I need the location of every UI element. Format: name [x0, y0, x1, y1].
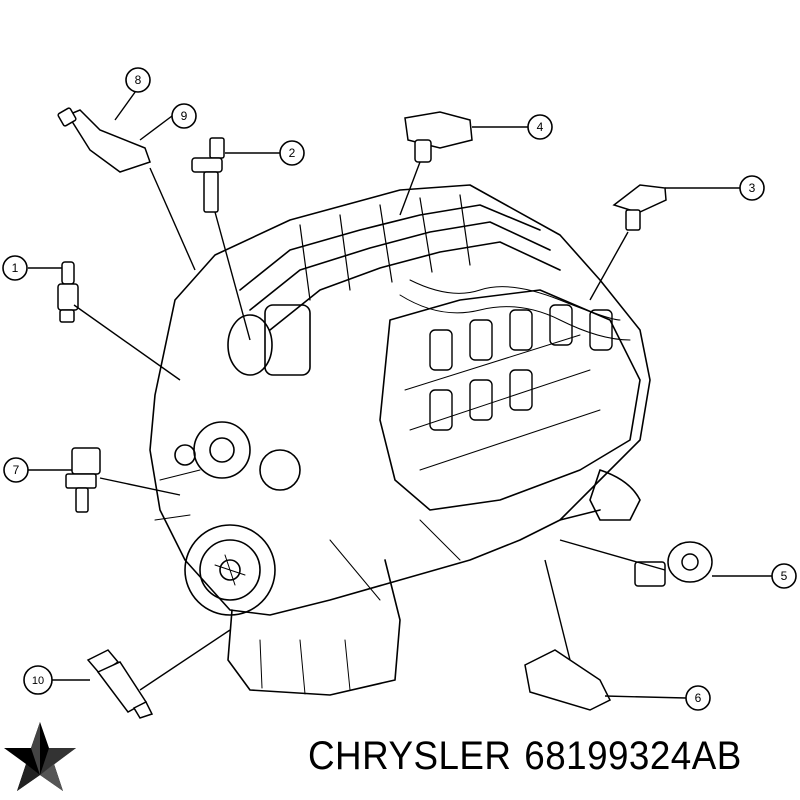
callout-2-number: 2 [289, 146, 296, 160]
callout-9-number: 9 [181, 109, 188, 123]
callout-4-number: 4 [537, 120, 544, 134]
sensor-10-icon [86, 649, 154, 719]
callout-7-number: 7 [13, 463, 20, 477]
part-number: 68199324AB [524, 734, 742, 778]
callouts: 1 2 3 4 5 6 7 8 [2, 67, 797, 711]
callout-3-number: 3 [749, 181, 756, 195]
sensor-4-icon [404, 111, 473, 163]
callout-5: 5 [771, 563, 797, 589]
callout-10-number: 10 [32, 675, 44, 687]
callout-9: 9 [171, 103, 197, 129]
brand-name: CHRYSLER [308, 734, 512, 778]
footer-caption: CHRYSLER 68199324AB [308, 734, 755, 779]
sensor-parts [57, 107, 713, 719]
sensor-8-9-icon [57, 107, 151, 173]
sensor-5-icon [634, 541, 713, 587]
callout-2: 2 [279, 140, 305, 166]
sensor-7-icon [65, 447, 101, 513]
callout-3: 3 [739, 175, 765, 201]
sensor-2-icon [191, 137, 225, 213]
callout-4: 4 [527, 114, 553, 140]
sensor-6-icon [524, 649, 612, 711]
callout-7: 7 [3, 457, 29, 483]
callout-8: 8 [125, 67, 151, 93]
sensor-3-icon [612, 184, 667, 231]
callout-6: 6 [685, 685, 711, 711]
callout-5-number: 5 [781, 569, 788, 583]
engine-drawing [149, 184, 651, 696]
leader-lines [28, 87, 772, 699]
callout-1: 1 [2, 255, 28, 281]
callout-8-number: 8 [135, 73, 142, 87]
callout-1-number: 1 [12, 261, 19, 275]
callout-10: 10 [23, 665, 53, 695]
sensor-1-icon [57, 261, 79, 323]
chrysler-pentastar-icon [4, 722, 76, 791]
callout-6-number: 6 [695, 691, 702, 705]
